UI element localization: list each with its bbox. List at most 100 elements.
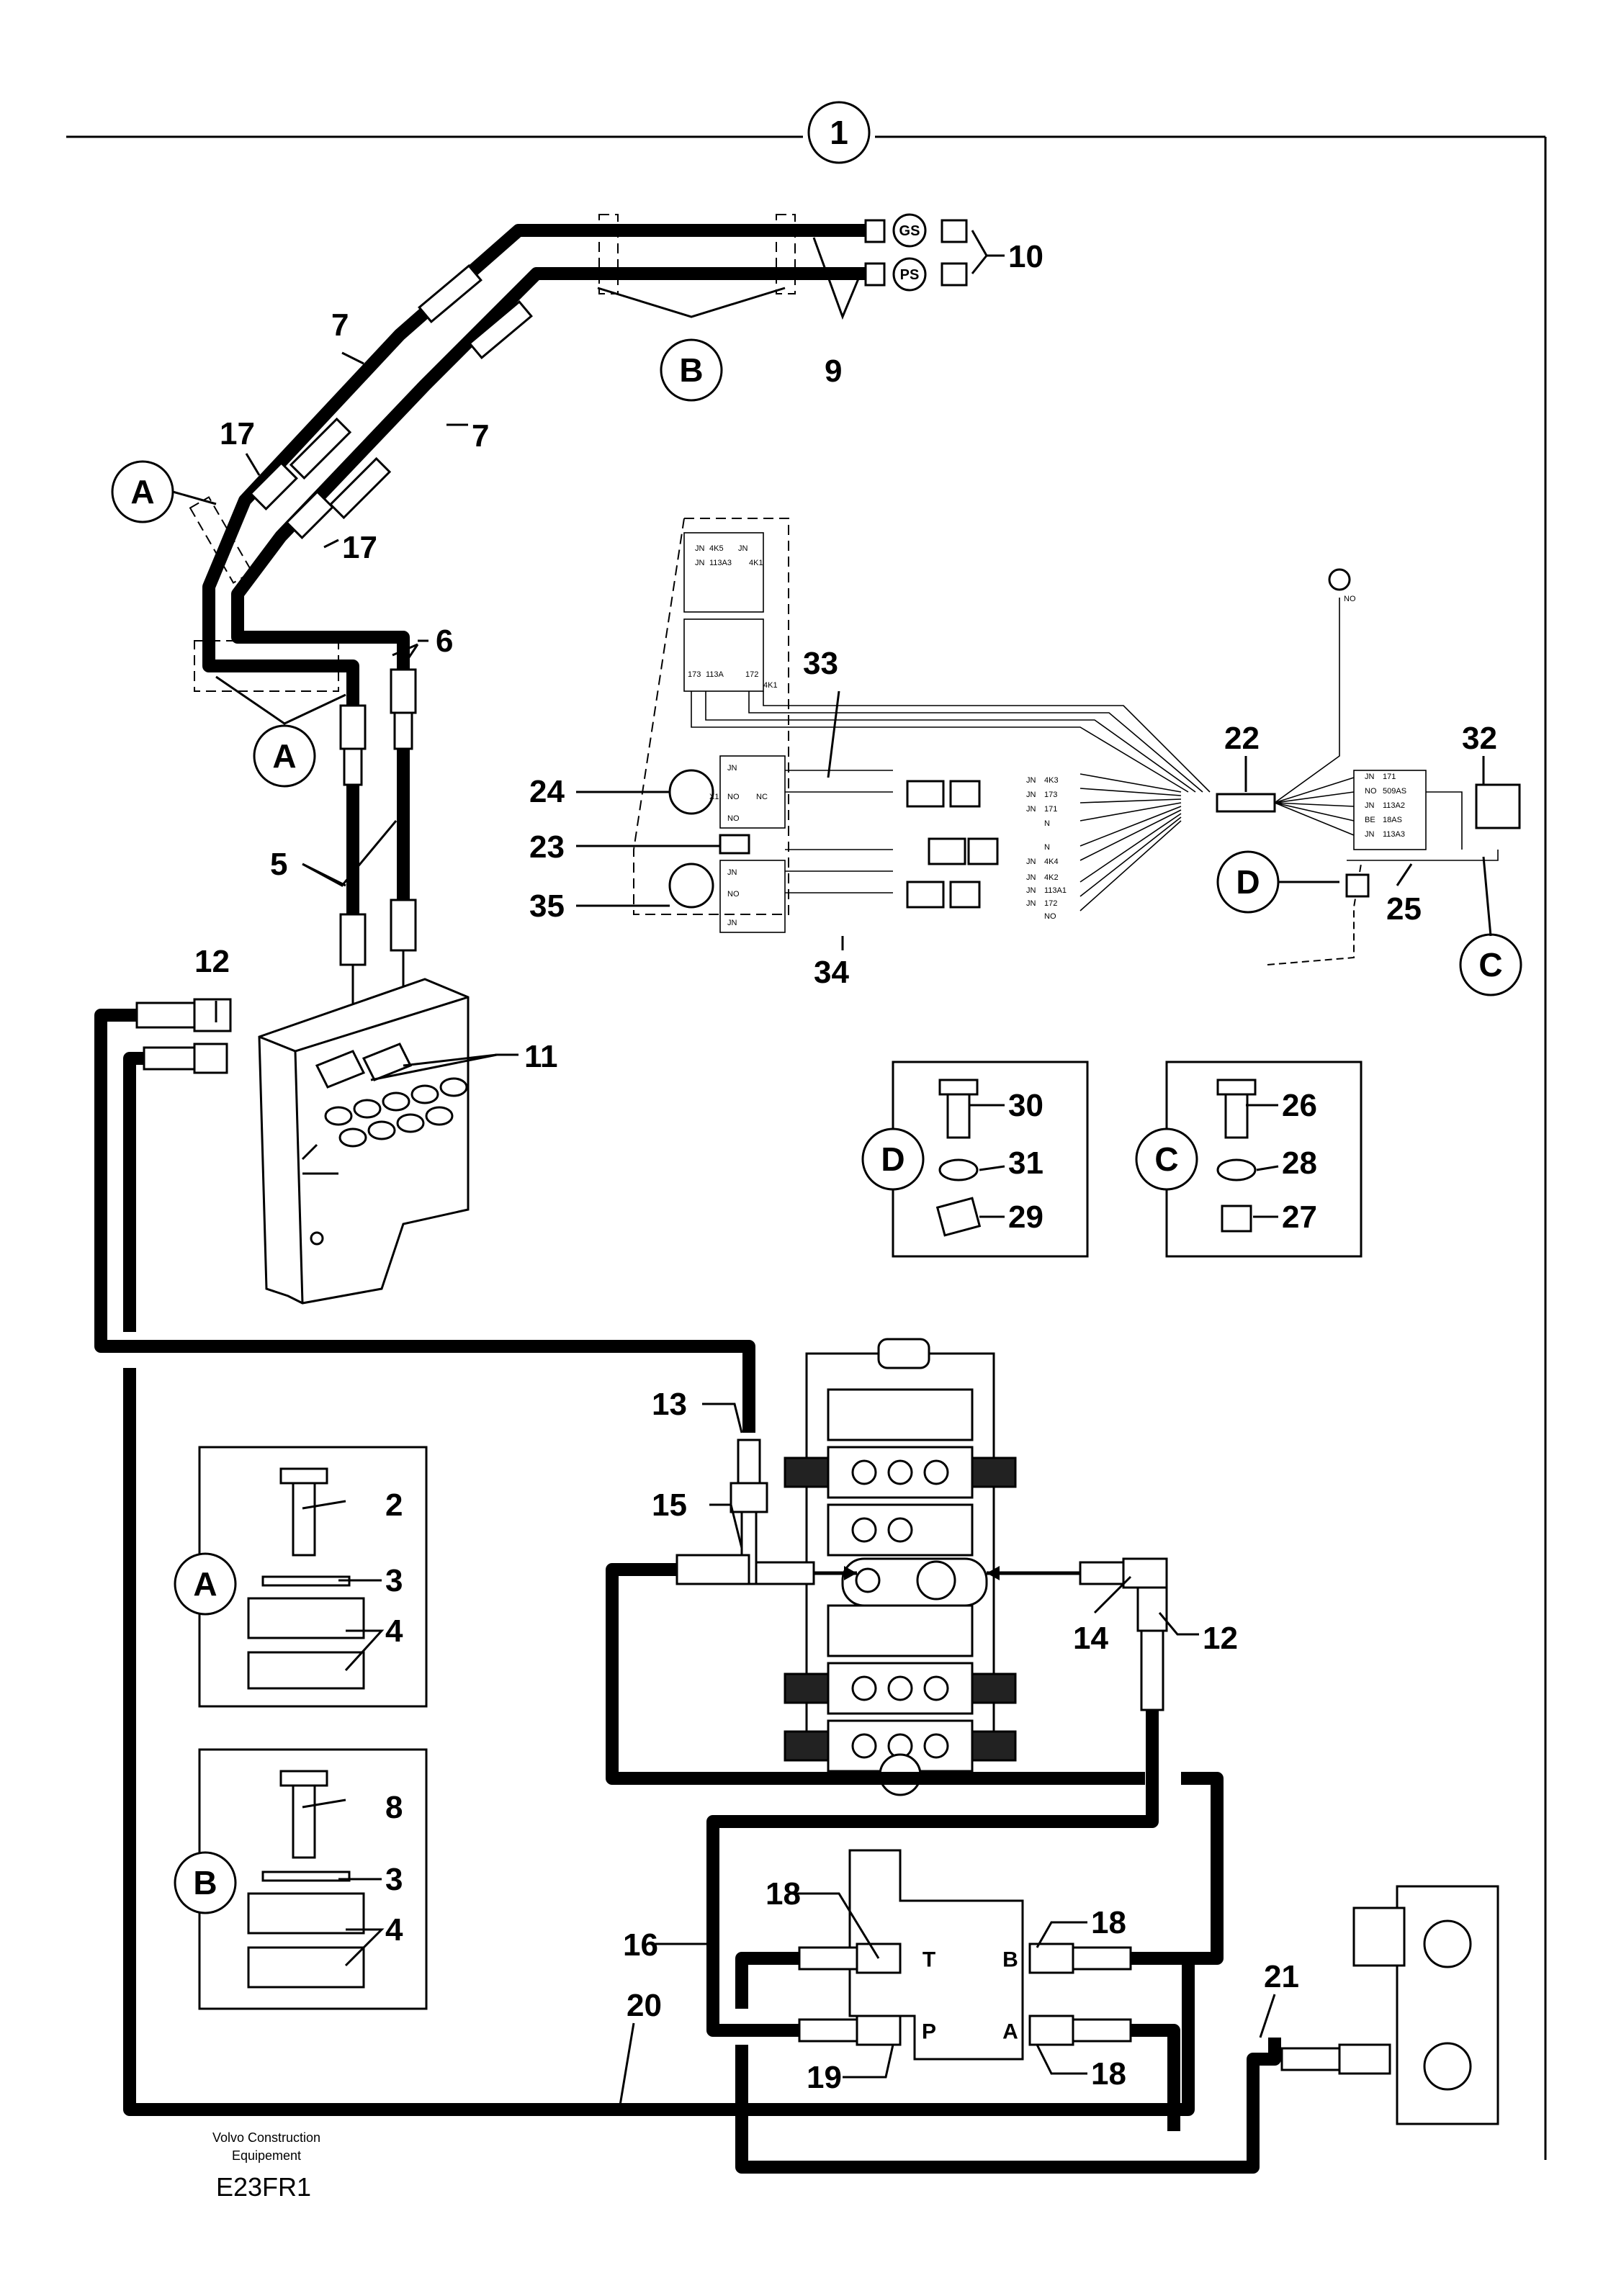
wire-label: 113A3 xyxy=(709,559,732,567)
part-label-23: 23 xyxy=(529,829,565,865)
part-label-22: 22 xyxy=(1224,721,1260,756)
callout-a-label: A xyxy=(272,737,296,775)
part-number-labels: 10 9 7 7 17 17 6 5 12 11 33 22 32 24 23 … xyxy=(194,239,1497,2095)
part-label-10: 10 xyxy=(1008,239,1043,274)
fitting-11 xyxy=(315,1043,413,1089)
hose-fitting xyxy=(418,264,482,323)
part-label-11: 11 xyxy=(524,1039,558,1074)
wire-label: 113A2 xyxy=(1383,801,1405,810)
wire-labels: JN 4K3 JN 173 JN 171 N N JN 4K4 JN 4K2 J… xyxy=(688,544,1406,927)
wire-label: JN xyxy=(1026,776,1036,785)
wire-label: 113A xyxy=(706,670,724,679)
wire-label: 113A1 xyxy=(1044,886,1067,895)
leader-lines xyxy=(172,230,1492,2110)
callout-a-circle xyxy=(174,1552,237,1616)
hose-fitting xyxy=(468,300,533,359)
gauge-cap-10 xyxy=(941,219,968,243)
hose-coupling-17 xyxy=(285,490,334,539)
clamp-b-zone xyxy=(776,214,796,294)
wire-label: 509AS xyxy=(1383,787,1406,796)
module-32 xyxy=(1475,783,1521,829)
hose-t xyxy=(735,1952,799,2009)
wiring-harness-diagram: JN 4K3 JN 173 JN 171 N N JN 4K4 JN 4K2 J… xyxy=(633,518,1521,965)
callout-a-label: A xyxy=(130,473,154,510)
part-label-25: 25 xyxy=(1386,891,1422,927)
hose-12-left xyxy=(123,1052,144,1332)
hose-fitting xyxy=(289,417,352,480)
wire-label: NO xyxy=(1044,912,1056,921)
hose-end xyxy=(390,668,417,714)
part-label-20: 20 xyxy=(627,1988,662,2023)
hose-fitting xyxy=(143,1046,196,1071)
callout-d-circle xyxy=(861,1127,925,1191)
switch-24 xyxy=(668,769,714,815)
part-label-7: 7 xyxy=(331,307,349,343)
part-label-34: 34 xyxy=(814,955,849,990)
wire-label: 4K3 xyxy=(1044,776,1059,785)
gauge-fitting xyxy=(864,262,886,287)
gauge-gs-label: GS xyxy=(899,223,920,239)
harness-22 xyxy=(1216,793,1276,813)
part-label-29: 29 xyxy=(1008,1199,1043,1235)
gauge-fitting xyxy=(864,219,886,243)
hose-coupling-17 xyxy=(249,462,298,510)
part-label-18: 18 xyxy=(1091,1905,1126,1940)
part-label-3: 3 xyxy=(385,1862,403,1897)
wire-label: 4K4 xyxy=(1044,857,1059,866)
relay-23 xyxy=(719,834,750,855)
wire-label: JN xyxy=(738,544,748,553)
clamp-a-zone xyxy=(189,496,253,584)
hose-fitting xyxy=(193,1043,228,1074)
wire-label: X1 xyxy=(709,793,719,801)
hose-end xyxy=(390,899,417,952)
hose-7-upper xyxy=(202,224,868,706)
wire-label: NO xyxy=(727,814,740,823)
gauge-ps-label: PS xyxy=(900,267,920,283)
detail-box-d xyxy=(892,1061,1089,1258)
wire-label: JN xyxy=(1026,899,1036,908)
part-label-4: 4 xyxy=(385,1613,403,1649)
wire-label: JN xyxy=(1026,886,1036,895)
gauge-ps-icon xyxy=(892,257,927,292)
part-label-12: 12 xyxy=(194,944,230,979)
callout-c-label: C xyxy=(1478,946,1502,983)
part-label-14: 14 xyxy=(1073,1621,1108,1656)
hose-end xyxy=(339,913,367,966)
part-label-8: 8 xyxy=(385,1790,403,1825)
hose-a xyxy=(1131,2024,1180,2131)
hose-fitting xyxy=(328,456,392,520)
wire-label: 4K1 xyxy=(763,681,778,690)
wire-label: N xyxy=(1044,819,1050,828)
callout-a-label: A xyxy=(193,1565,217,1603)
wire-label: JN xyxy=(1026,791,1036,799)
wire-label: 18AS xyxy=(1383,816,1402,824)
gauge-gs-icon xyxy=(892,213,927,248)
part-label-21: 21 xyxy=(1264,1959,1299,1994)
wire-label: 4K1 xyxy=(749,559,763,567)
circle-callouts: A A B D C D C A B xyxy=(111,338,1522,1914)
switch-35 xyxy=(668,863,714,909)
hose-b xyxy=(1123,1772,1224,1965)
wire-label: 173 xyxy=(1044,791,1057,799)
part-label-3: 3 xyxy=(385,1563,403,1598)
detail-box-c xyxy=(1165,1061,1363,1258)
port-a-label: A xyxy=(1002,2020,1018,2044)
part-label-31: 31 xyxy=(1008,1145,1043,1181)
wire-label: JN xyxy=(1026,857,1036,866)
clamp-a-zone xyxy=(194,640,339,692)
part-label-26: 26 xyxy=(1282,1088,1317,1123)
hydraulic-motor xyxy=(1280,1885,1499,2125)
part-label-18: 18 xyxy=(766,1876,801,1912)
part-label-13: 13 xyxy=(652,1387,687,1422)
wire-label: JN xyxy=(1026,805,1036,814)
wire-label: NO xyxy=(727,890,740,899)
hose-end xyxy=(339,704,367,750)
hose-left-loop xyxy=(606,1563,1145,1785)
hose-13 xyxy=(94,1009,755,1433)
wire-label: NO xyxy=(727,793,740,801)
hose-12-fitting xyxy=(193,998,232,1032)
hose-7-lower xyxy=(231,267,868,670)
part-label-5: 5 xyxy=(270,847,287,882)
callout-b-label: B xyxy=(679,351,703,389)
wire-label: JN xyxy=(1365,801,1375,810)
